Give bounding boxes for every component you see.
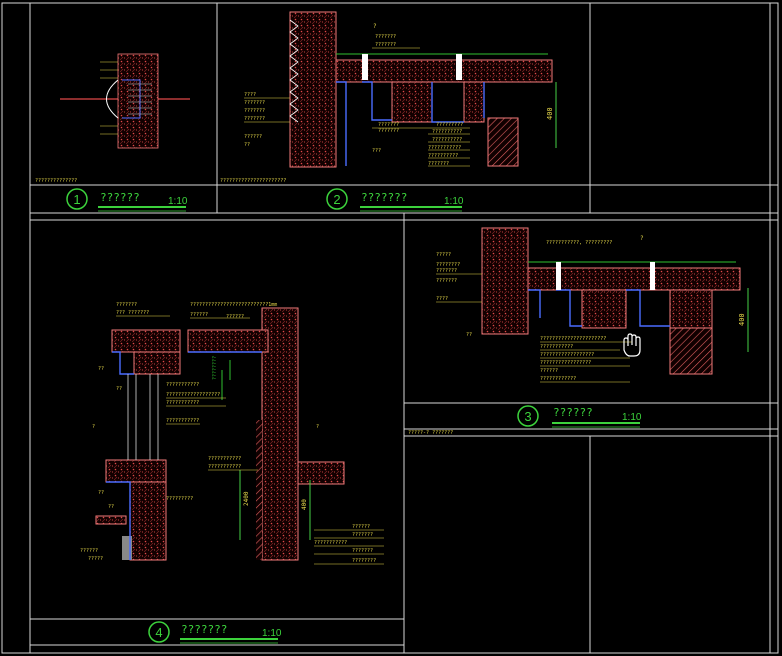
svg-text:???????????: ??????????? — [208, 456, 241, 462]
detail-2: 400 ? ??????? ??????? ??????? ??????? ??… — [220, 11, 557, 212]
svg-text:??: ?? — [466, 332, 472, 338]
svg-text:???????????, ?????????: ???????????, ????????? — [546, 240, 612, 246]
svg-text:??????: ?????? — [80, 548, 98, 554]
detail-3-title: ?????? — [553, 406, 593, 419]
svg-text:??????????????????: ?????????????????? — [540, 352, 594, 358]
svg-text:??????????????????????: ?????????????????????? — [540, 336, 606, 342]
detail-2-title: ??????? — [361, 191, 407, 204]
detail-3-number: 3 — [524, 409, 531, 424]
svg-text:??: ?? — [98, 490, 104, 496]
svg-text:??: ?? — [116, 386, 122, 392]
svg-text:?????: ????? — [88, 556, 103, 562]
svg-text:???????: ??????? — [436, 268, 457, 274]
svg-text:??: ?? — [244, 142, 250, 148]
svg-text:??????: ?????? — [244, 134, 262, 140]
detail-4-dim-1: 2400 — [243, 491, 250, 506]
detail-3: 400 ? ????? ???????? ??????? ??????? ???… — [408, 227, 749, 436]
detail-3-scale: 1:10 — [622, 412, 642, 423]
detail-1-number: 1 — [73, 192, 80, 207]
svg-text:???????: ??????? — [378, 122, 399, 128]
svg-text:?: ? — [316, 424, 319, 430]
svg-text:???????: ??????? — [375, 42, 396, 48]
svg-text:??: ?? — [108, 504, 114, 510]
svg-text:??????????: ?????????? — [432, 129, 462, 135]
detail-2-scale: 1:10 — [444, 196, 464, 207]
detail-1: ?????????????? 1 ?????? 1:10 — [35, 53, 190, 212]
svg-text:???????: ??????? — [436, 278, 457, 284]
svg-text:?????????: ????????? — [436, 122, 463, 128]
svg-text:???????: ??????? — [116, 302, 137, 308]
svg-text:???????????: ??????????? — [314, 540, 347, 546]
svg-text:???: ??? — [372, 148, 381, 154]
detail-2-number-circle — [326, 188, 348, 210]
detail-2-number: 2 — [333, 192, 340, 207]
svg-text:?????: ????? — [436, 252, 451, 258]
svg-text:??????????????????: ?????????????????? — [166, 392, 220, 398]
detail-4-side-tag: ???????? — [212, 356, 218, 380]
svg-text:????????????: ???????????? — [540, 376, 576, 382]
svg-text:??????: ?????? — [540, 368, 558, 374]
svg-text:???????????: ??????????? — [166, 382, 199, 388]
svg-text:??????????: ?????????? — [432, 137, 462, 143]
svg-text:???????: ??????? — [244, 108, 265, 114]
svg-text:???????: ??????? — [244, 100, 265, 106]
detail-2-sheet-note: ?????????????????????? — [220, 178, 286, 184]
svg-text:?????????: ????????? — [166, 496, 193, 502]
svg-text:???????: ??????? — [428, 161, 449, 167]
svg-text:????????: ???????? — [352, 558, 376, 564]
detail-3-tag: ? — [640, 235, 644, 242]
svg-text:???????: ??????? — [375, 34, 396, 40]
detail-4-number-circle — [148, 621, 170, 643]
detail-3-number-circle — [517, 405, 539, 427]
detail-4-title: ??????? — [181, 623, 227, 636]
hand-pointer-icon — [623, 333, 641, 357]
detail-4-number: 4 — [155, 625, 162, 640]
svg-text:???????????: ??????????? — [428, 145, 461, 151]
detail-4-scale: 1:10 — [262, 628, 282, 639]
svg-text:??? ???????: ??? ??????? — [116, 310, 149, 316]
svg-text:?: ? — [92, 424, 95, 430]
svg-text:????: ???? — [244, 92, 256, 98]
svg-text:????: ???? — [436, 296, 448, 302]
detail-2-tag: ? — [373, 23, 377, 30]
svg-text:???????: ??????? — [378, 128, 399, 134]
svg-text:??????: ?????? — [352, 524, 370, 530]
svg-text:??????: ?????? — [226, 314, 244, 320]
svg-text:??: ?? — [98, 366, 104, 372]
detail-1-title: ?????? — [100, 191, 140, 204]
svg-text:????????: ???????? — [436, 262, 460, 268]
svg-text:???????: ??????? — [352, 548, 373, 554]
svg-text:??????????: ?????????? — [428, 153, 458, 159]
svg-text:???????????: ??????????? — [166, 400, 199, 406]
svg-text:???????: ??????? — [352, 532, 373, 538]
detail-2-dimension: 400 — [546, 107, 554, 120]
detail-1-number-circle — [66, 188, 88, 210]
svg-text:??????: ?????? — [190, 312, 208, 318]
svg-text:???????????: ??????????? — [208, 464, 241, 470]
svg-text:???????????: ??????????? — [166, 418, 199, 424]
svg-text:???????: ??????? — [244, 116, 265, 122]
detail-1-sheet-note: ?????????????? — [35, 178, 77, 184]
detail-4-dim-2: 400 — [301, 499, 308, 510]
svg-text:?????????????????: ????????????????? — [540, 360, 591, 366]
detail-1-scale: 1:10 — [168, 196, 188, 207]
svg-text:???????????: ??????????? — [540, 344, 573, 350]
svg-text:??????????????????????????1mm: ??????????????????????????1mm — [190, 302, 277, 308]
detail-3-sheet-note: ?????-? ??????? — [408, 430, 453, 436]
detail-3-dimension: 400 — [738, 313, 746, 326]
detail-4: 2400 400 ??????? ??? ??????? ???????????… — [80, 302, 384, 644]
